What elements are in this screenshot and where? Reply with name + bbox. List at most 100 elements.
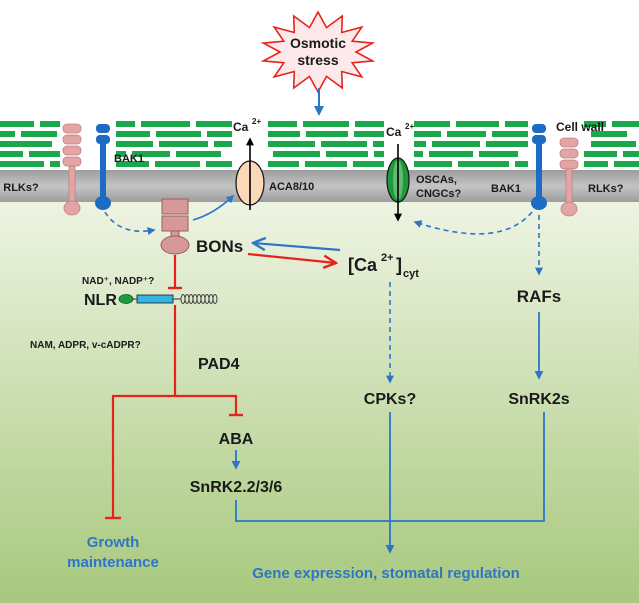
cell-wall-bar (159, 141, 208, 147)
osmotic-stress-line1: Osmotic (290, 35, 346, 51)
cell-wall-bar (429, 151, 473, 157)
cell-wall-bar (21, 131, 57, 137)
cell-wall-bar (612, 121, 639, 127)
oscas-label-line1: OSCAs, (416, 174, 457, 186)
snrk2236-to-gene-line (235, 500, 390, 522)
cell-wall-bar (40, 121, 60, 127)
svg-text:2+: 2+ (252, 117, 261, 126)
rlks-left-label: RLKs? (3, 182, 39, 194)
ca-right-label: Ca 2+ (386, 122, 414, 139)
gene-expression-label: Gene expression, stomatal regulation (252, 565, 520, 582)
cell-wall-bar (354, 131, 384, 137)
rafs-label: RAFs (517, 287, 561, 306)
svg-text:Ca: Ca (233, 120, 249, 134)
cell-wall-bar (373, 141, 384, 147)
cytoplasm (0, 200, 639, 603)
ca-cyt-label: [Ca 2+ ] cyt (348, 252, 419, 280)
cell-wall-bar (414, 121, 450, 127)
cell-wall-bar (268, 131, 300, 137)
bons-label: BONs (196, 237, 243, 256)
cell-wall-bar (116, 151, 126, 157)
bak1-left (95, 124, 111, 210)
svg-text:cyt: cyt (403, 268, 419, 280)
osmotic-stress-line2: stress (297, 52, 338, 68)
cell-wall-bar (196, 121, 232, 127)
cell-wall-bar (584, 161, 608, 167)
snrk2s-to-gene-line (390, 412, 545, 522)
cpks-label: CPKs? (364, 391, 416, 408)
cell-wall-bar (0, 161, 44, 167)
cell-wall-bar (0, 131, 15, 137)
cell-wall-bar (50, 161, 60, 167)
cell-wall-bar (614, 161, 639, 167)
pad4-label: PAD4 (198, 356, 240, 373)
ca-left-label: Ca 2+ (233, 117, 261, 134)
cell-wall-bar (355, 121, 384, 127)
cell-wall-bar (176, 151, 221, 157)
cell-wall-label: Cell wall (556, 120, 604, 134)
cell-wall-bar (623, 151, 639, 157)
cell-wall-bar (505, 121, 528, 127)
cell-wall-bar (305, 161, 347, 167)
cell-wall-bar (268, 141, 315, 147)
cell-wall-bar (132, 151, 170, 157)
cell-wall-bar (29, 151, 60, 157)
nlr-protein (118, 294, 218, 304)
bons-to-aca-arrow (192, 194, 235, 221)
bons-complex (160, 198, 190, 255)
cell-wall-bar (0, 151, 23, 157)
cell-wall (0, 121, 639, 167)
cell-wall-bar (591, 131, 627, 137)
cell-wall-bar (116, 131, 150, 137)
aca810-label: ACA8/10 (269, 181, 314, 193)
cell-wall-bar (207, 131, 232, 137)
snrk2236-label: SnRK2.2/3/6 (190, 479, 283, 496)
oscas-label-line2: CNGCs? (416, 188, 462, 200)
cell-wall-bar (414, 151, 423, 157)
cell-wall-bar (414, 141, 426, 147)
cell-wall-bar (584, 121, 606, 127)
nad-label: NAD⁺, NADP⁺? (82, 276, 154, 287)
rlk-left (62, 123, 82, 216)
svg-text:[Ca: [Ca (348, 255, 378, 275)
cell-wall-bar (306, 131, 348, 137)
growth-label-line2: maintenance (67, 554, 159, 571)
nam-label: NAM, ADPR, v-cADPR? (30, 340, 141, 351)
cell-wall-bar (321, 141, 367, 147)
rlk-right (559, 137, 579, 217)
bak1-left-label: BAK1 (114, 153, 144, 165)
cell-wall-bar (116, 161, 149, 167)
rlks-right-label: RLKs? (588, 183, 624, 195)
cell-wall-bar (268, 161, 299, 167)
svg-text:]: ] (396, 255, 402, 275)
bak1-to-ca-arrow (413, 211, 533, 235)
cell-wall-bar (432, 141, 480, 147)
svg-text:2+: 2+ (405, 122, 414, 131)
bons-to-ca-arrow (247, 252, 336, 263)
cell-wall-bar (0, 121, 34, 127)
snrk2s-label: SnRK2s (508, 391, 569, 408)
cell-wall-bar (116, 141, 153, 147)
plasma-membrane (0, 170, 639, 202)
cell-wall-bar (326, 151, 368, 157)
osmotic-stress-burst: Osmotic stress (260, 10, 376, 94)
cell-wall-bar (0, 141, 52, 147)
bak1-right-label: BAK1 (491, 183, 521, 195)
cell-wall-bar (591, 141, 636, 147)
cell-wall-bar (456, 121, 499, 127)
cell-wall-bar (584, 151, 617, 157)
cell-wall-bar (214, 141, 232, 147)
nlr-label: NLR (84, 292, 117, 309)
aba-label: ABA (219, 431, 254, 448)
cell-wall-bar (374, 151, 384, 157)
cell-wall-bar (141, 121, 190, 127)
bak1-right (531, 124, 547, 210)
cell-wall-bar (353, 161, 384, 167)
cell-wall-bar (156, 131, 201, 137)
cell-wall-bar (492, 131, 528, 137)
cell-wall-bar (414, 161, 452, 167)
cell-wall-bar (303, 121, 349, 127)
cell-wall-bar (414, 131, 441, 137)
cell-wall-bar (116, 121, 135, 127)
